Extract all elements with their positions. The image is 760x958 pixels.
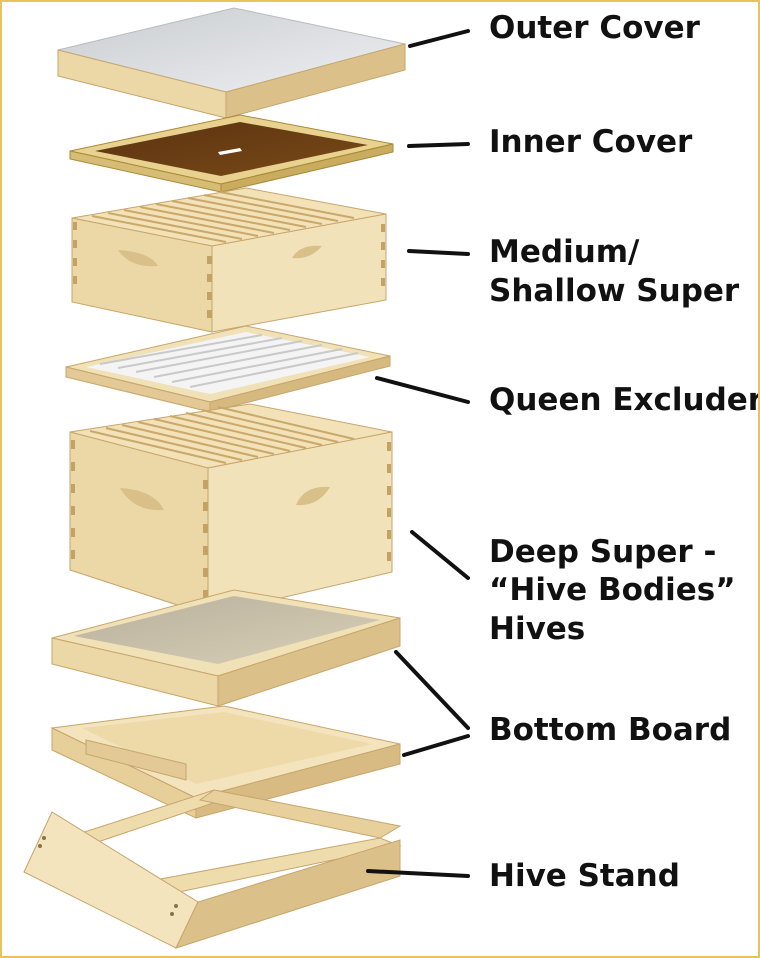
label-deep-super-line1: Deep Super - (489, 534, 717, 570)
leader-medium-super (407, 249, 470, 256)
label-medium-super-line1: Medium/ (489, 234, 640, 270)
bottom-board-tray (51, 589, 401, 707)
inner-cover (69, 114, 394, 193)
label-medium-super-line2: Shallow Super (489, 273, 740, 309)
leader-bottom-board-upper (394, 650, 470, 730)
leader-lines (366, 29, 470, 878)
deep-super (69, 403, 393, 616)
leader-deep-super (410, 530, 470, 580)
label-queen-excluder: Queen Excluder (489, 382, 760, 418)
hive-stand (23, 789, 402, 949)
deep-super-dovetails (71, 440, 391, 599)
label-inner-cover: Inner Cover (489, 124, 693, 160)
leader-inner-cover (407, 142, 470, 148)
leader-hive-stand (366, 869, 470, 878)
leader-outer-cover (408, 29, 470, 48)
outer-cover (57, 7, 406, 119)
label-outer-cover: Outer Cover (489, 10, 700, 46)
leader-queen-excluder (375, 376, 470, 404)
medium-shallow-super (71, 187, 387, 333)
label-deep-super-line3: Hives (489, 611, 586, 647)
deep-super-frames (89, 406, 355, 464)
super-frames (91, 191, 355, 243)
queen-excluder (65, 325, 391, 413)
label-deep-super-line2: “Hive Bodies” (489, 572, 736, 608)
label-hive-stand: Hive Stand (489, 858, 680, 894)
label-bottom-board: Bottom Board (489, 712, 732, 748)
leader-bottom-board-lower (402, 734, 470, 757)
excluder-wires (99, 334, 359, 388)
super-dovetails (73, 222, 385, 318)
